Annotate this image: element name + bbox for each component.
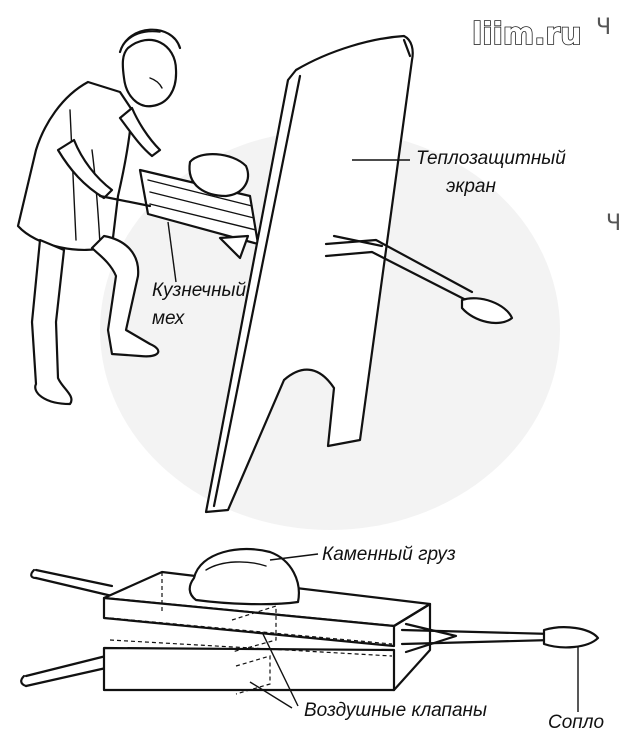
label-stone-weight: Каменный груз — [322, 544, 456, 565]
bellows-drawing — [98, 153, 260, 260]
leader-air-valves-1 — [261, 631, 299, 707]
label-nozzle: Сопло — [548, 712, 604, 733]
label-bellows-line2: мех — [152, 308, 186, 329]
watermark: liim.ru — [472, 17, 582, 52]
leader-air-valves-2 — [249, 681, 293, 709]
leader-stone-weight — [269, 553, 319, 561]
leader-bellows — [167, 221, 177, 283]
label-heat-shield-line1: Теплозащитный — [416, 148, 566, 169]
label-heat-shield-line2: экран — [446, 176, 496, 197]
bellows-section-drawing — [20, 548, 600, 695]
label-bellows-line1: Кузнечный — [152, 280, 247, 301]
margin-mark-top: Ч — [596, 15, 611, 40]
heat-shield-drawing — [204, 34, 414, 514]
blacksmith-figure — [16, 28, 182, 406]
nozzle-fork-drawing — [324, 234, 514, 325]
margin-mark-right: Ч — [606, 211, 620, 236]
label-air-valves: Воздушные клапаны — [304, 700, 487, 721]
